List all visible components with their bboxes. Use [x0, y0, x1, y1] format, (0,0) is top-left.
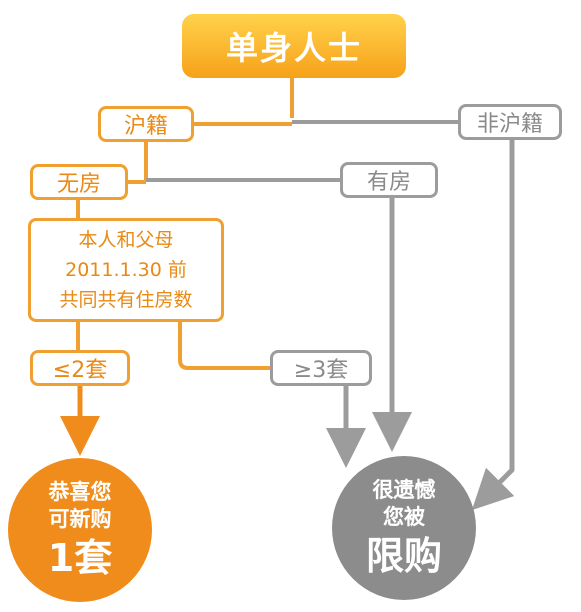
result-ok-line-1: 恭喜您 — [48, 480, 112, 504]
node-housing-count: 本人和父母 2011.1.30 前 共同共有住房数 — [28, 218, 224, 322]
node-you-fang: 有房 — [340, 162, 438, 198]
result-limit-line-3: 限购 — [365, 534, 442, 578]
node-le-2: ≤2套 — [30, 350, 130, 386]
node-hu-ji: 沪籍 — [98, 106, 194, 142]
result-limit-line-2: 您被 — [383, 505, 425, 529]
arrow-feihu-to-limit — [471, 140, 515, 511]
result-can-buy: 恭喜您 可新购 1套 — [8, 458, 152, 602]
ge-3-label: ≥3套 — [293, 358, 349, 383]
desc-line-3: 共同共有住房数 — [59, 289, 193, 311]
result-limit-line-1: 很遗憾 — [372, 478, 436, 502]
line-desc-to-ge3 — [178, 322, 270, 370]
desc-line-2: 2011.1.30 前 — [65, 259, 187, 281]
hu-ji-label: 沪籍 — [123, 114, 168, 139]
fei-hu-ji-label: 非沪籍 — [476, 112, 543, 137]
result-restricted: 很遗憾 您被 限购 — [332, 456, 476, 600]
result-ok-line-3: 1套 — [47, 536, 113, 580]
wu-fang-label: 无房 — [56, 172, 101, 197]
you-fang-label: 有房 — [366, 170, 411, 195]
node-fei-hu-ji: 非沪籍 — [458, 104, 562, 140]
node-wu-fang: 无房 — [30, 164, 128, 200]
result-ok-line-2: 可新购 — [48, 507, 112, 531]
le-2-label: ≤2套 — [52, 358, 108, 383]
root-single-person: 单身人士 — [182, 14, 406, 78]
node-ge-3: ≥3套 — [270, 350, 372, 386]
desc-line-1: 本人和父母 — [78, 229, 174, 251]
root-label: 单身人士 — [225, 29, 362, 67]
